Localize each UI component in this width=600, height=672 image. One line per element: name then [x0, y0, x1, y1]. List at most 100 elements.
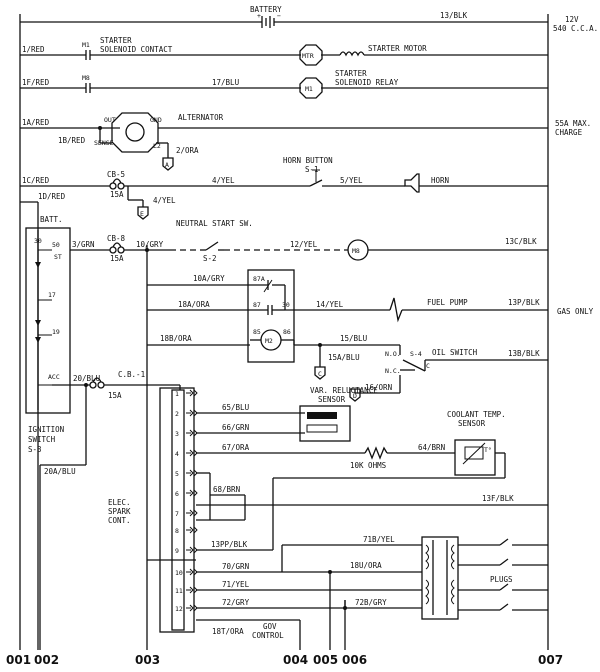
- connector-d-label: D: [353, 392, 357, 400]
- relay-30: 30: [282, 301, 290, 309]
- ecu-label-1: ELEC.: [108, 498, 131, 507]
- cb8-amps: 15A: [110, 254, 124, 263]
- alt-out-terminal: OUT: [104, 116, 116, 124]
- spark-pin-10: 10: [175, 569, 183, 577]
- ignition-coils: [328, 536, 548, 620]
- wire-18a-ora: 18A/ORA: [178, 300, 210, 309]
- connector-a: [162, 157, 174, 171]
- spark-pin-1: 1: [175, 390, 179, 398]
- spark-pin-2: 2: [175, 410, 179, 418]
- wire-64-brn: 64/BRN: [418, 443, 445, 452]
- alt-l2-terminal: L2: [153, 142, 161, 150]
- wire-2-ora: 2/ORA: [176, 146, 199, 155]
- ignition-switch-label-2: SWITCH: [28, 435, 56, 444]
- spark-pin-terminal: [186, 389, 198, 397]
- wire-20-blu: 20/BLU: [73, 374, 100, 383]
- fuel-pump-label: FUEL PUMP: [427, 298, 468, 307]
- terminal-acc: ACC: [48, 373, 60, 381]
- starter-solenoid-label-1: STARTER: [100, 36, 132, 45]
- spark-pin-terminal: [186, 526, 198, 534]
- wire-10a-gry: 10A/GRY: [193, 274, 225, 283]
- wire-67-ora: 67/ORA: [222, 443, 250, 452]
- ignition-switch-label-1: IGNITION: [28, 425, 64, 434]
- var-reluctance-label-2: SENSOR: [318, 395, 346, 404]
- spark-pin-terminal: [186, 604, 198, 612]
- wire-3-grn: 3/GRN: [72, 240, 95, 249]
- mtr-label: MTR: [302, 52, 314, 60]
- grid-005: 005: [313, 653, 338, 667]
- wire-4-yel: 4/YEL: [212, 176, 235, 185]
- solenoid-relay-label-2: SOLENOID RELAY: [335, 78, 399, 87]
- oil-nc-label: N.C.: [385, 367, 401, 375]
- wire-68-brn: 68/BRN: [213, 485, 240, 494]
- spark-pin-terminal: [186, 409, 198, 417]
- wire-13c-blk: 13C/BLK: [505, 237, 537, 246]
- relay-85: 85: [253, 328, 261, 336]
- relay-m2: [147, 269, 548, 363]
- spark-pin-6: 6: [175, 490, 179, 498]
- wire-70-grn: 70/GRN: [222, 562, 249, 571]
- wire-13-blk: 13/BLK: [440, 11, 468, 20]
- alt-gnd-terminal: GND: [150, 116, 162, 124]
- connector-e: [137, 206, 149, 220]
- batt-terminal: BATT.: [40, 215, 63, 224]
- wire-1d-red: 1D/RED: [38, 192, 66, 201]
- gas-only-label: GAS ONLY: [557, 307, 594, 316]
- wire-13f-blk: 13F/BLK: [482, 494, 514, 503]
- m8-contact-label: M8: [82, 74, 90, 82]
- wire-16-orn: 16/ORN: [365, 383, 392, 392]
- oil-switch: [294, 343, 548, 402]
- m1-coil-label: M1: [305, 85, 313, 93]
- starter-motor-symbol: [299, 44, 323, 66]
- alt-sense-terminal: SENSE: [94, 139, 114, 147]
- resistor-10k-label: 10K OHMS: [350, 461, 387, 470]
- wire-65-blu: 65/BLU: [222, 403, 249, 412]
- svg-text:+: +: [257, 12, 261, 20]
- wire-18u-ora: 18U/ORA: [350, 561, 382, 570]
- solenoid-relay-label-1: STARTER: [335, 69, 367, 78]
- wire-5-yel: 5/YEL: [340, 176, 363, 185]
- s4-label: S-4: [410, 350, 422, 358]
- sensor-wires: [147, 405, 548, 623]
- wire-72-gry: 72/GRY: [222, 598, 250, 607]
- terminal-50: 50: [52, 241, 60, 249]
- oil-no-label: N.O.: [385, 350, 401, 358]
- battery-label: BATTERY: [250, 5, 282, 14]
- s2-label: S-2: [203, 254, 217, 263]
- relay-87a: 87A: [253, 275, 265, 283]
- var-reluctance-label-1: VAR. RELUCTANCE: [310, 386, 378, 395]
- spark-pin-5: 5: [175, 470, 179, 478]
- spark-pin-terminal: [186, 469, 198, 477]
- grid-007: 007: [538, 653, 563, 667]
- oil-c-terminal: C: [426, 362, 430, 370]
- starter-solenoid-label-2: SOLENOID CONTACT: [100, 45, 173, 54]
- plugs-label: PLUGS: [490, 575, 513, 584]
- alternator: [20, 112, 548, 171]
- coolant-temp-sensor: [454, 439, 496, 476]
- connector-c-label: C: [318, 370, 322, 378]
- spark-pin-terminal: [186, 489, 198, 497]
- grid-002: 002: [34, 653, 59, 667]
- battery: BATTERY + −: [20, 5, 548, 28]
- ecu-label-2: SPARK: [108, 507, 131, 516]
- starter-motor-label: STARTER MOTOR: [368, 44, 427, 53]
- gov-control-label-2: CONTROL: [252, 631, 284, 640]
- starter-row: [20, 44, 548, 66]
- spark-pin-7: 7: [175, 510, 179, 518]
- charge-label-1: 55A MAX.: [555, 119, 591, 128]
- grid-001: 001: [6, 653, 31, 667]
- connector-d: [349, 388, 361, 402]
- spark-pin-terminal: [186, 568, 198, 576]
- cb5-label: CB-5: [107, 170, 125, 179]
- wire-1c-red: 1C/RED: [22, 176, 50, 185]
- grid-004: 004: [283, 653, 308, 667]
- grid-003: 003: [135, 653, 160, 667]
- coolant-temp-label-2: SENSOR: [458, 419, 486, 428]
- terminal-st: ST: [54, 253, 62, 261]
- cb1-label: C.B.-1: [118, 370, 145, 379]
- spark-pin-terminal: [186, 509, 198, 517]
- neutral-start-row: [70, 239, 548, 261]
- spark-pin-terminal: [186, 586, 198, 594]
